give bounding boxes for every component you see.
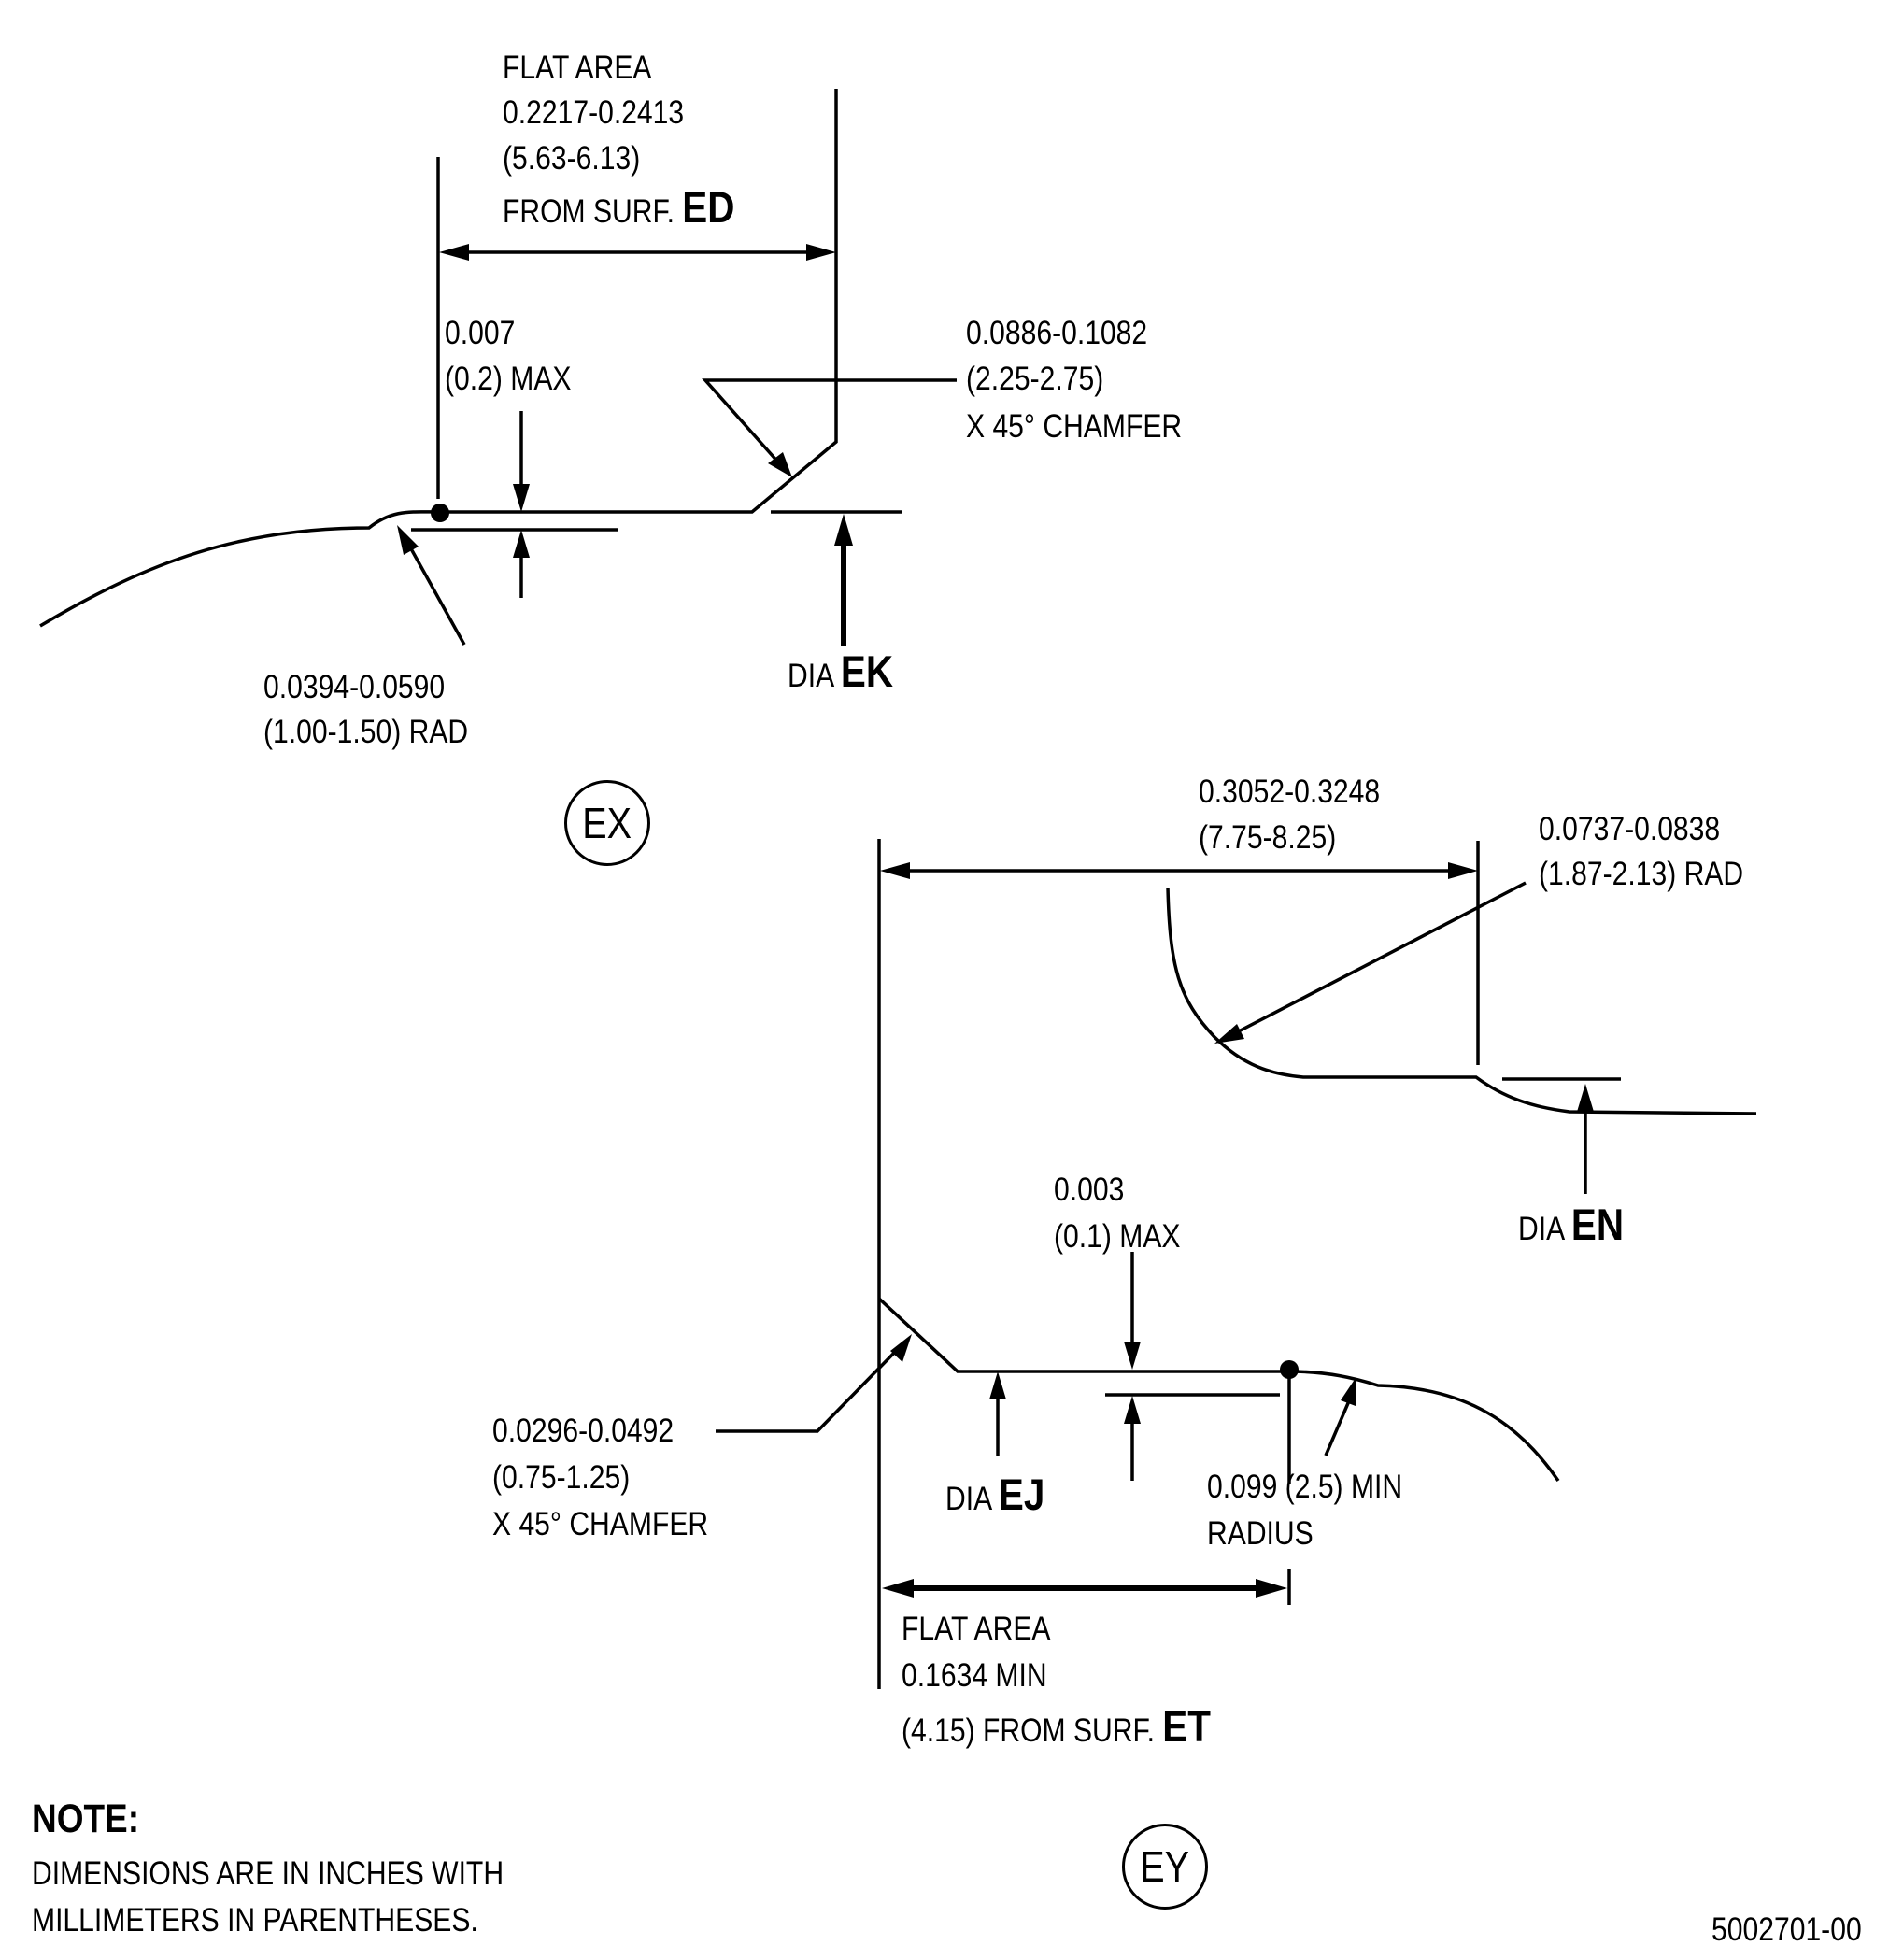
ex-flat-area-label: FLAT AREA: [503, 50, 652, 86]
ex-chamfer-inch: 0.0886-0.1082: [966, 315, 1148, 351]
ey-lower-profile: [877, 1297, 1560, 1482]
ey-radius-mm: (1.87-2.13) RAD: [1539, 856, 1744, 892]
surface-ek-label: EK: [840, 646, 894, 696]
ey-radius-point: [1280, 1360, 1299, 1379]
ey-width-mm: (7.75-8.25): [1199, 819, 1337, 856]
ey-dia-ej-label: DIA EJ: [945, 1470, 1045, 1519]
surface-ed-label: ED: [682, 182, 735, 232]
ex-chamfer-leader: [702, 378, 957, 466]
drawing-number: 5002701-00: [1711, 1911, 1862, 1948]
surface-en-label: EN: [1570, 1200, 1625, 1249]
ex-part-profile: [39, 89, 838, 628]
detail-ey-geometry: [716, 839, 1757, 1689]
ey-flat-area-min: 0.1634 MIN: [902, 1657, 1047, 1694]
detail-ex-geometry: [39, 89, 957, 646]
ey-min-radius-value: 0.099 (2.5) MIN: [1207, 1469, 1403, 1505]
ex-flatness-inch: 0.007: [445, 315, 516, 351]
ey-min-radius-label: RADIUS: [1207, 1515, 1314, 1552]
ex-flat-area-surface: FROM SURF. ED: [503, 182, 735, 232]
ex-flat-area-inch: 0.2217-0.2413: [503, 94, 685, 131]
ey-width-inch: 0.3052-0.3248: [1199, 774, 1381, 810]
ey-flat-area-label: FLAT AREA: [902, 1611, 1051, 1647]
ey-chamfer-angle: X 45° CHAMFER: [492, 1506, 709, 1542]
surface-et-label: ET: [1162, 1701, 1211, 1751]
ex-radius-inch: 0.0394-0.0590: [263, 669, 446, 705]
ex-chamfer-angle: X 45° CHAMFER: [966, 408, 1183, 445]
ey-chamfer-leader: [716, 1345, 902, 1433]
ey-flatness-inch: 0.003: [1054, 1172, 1125, 1208]
surface-ej-label: EJ: [998, 1470, 1045, 1519]
note-line-2: MILLIMETERS IN PARENTHESES.: [32, 1902, 478, 1939]
ey-dia-en-label: DIA EN: [1518, 1200, 1625, 1249]
ex-flat-start-point: [431, 504, 449, 522]
ex-dia-label: DIA EK: [788, 646, 894, 696]
ey-flatness-mm: (0.1) MAX: [1054, 1218, 1181, 1255]
detail-ey-callout: EY: [1122, 1824, 1208, 1910]
ex-radius-leader: [406, 543, 466, 646]
note-heading: NOTE:: [32, 1797, 140, 1841]
ey-chamfer-inch: 0.0296-0.0492: [492, 1413, 675, 1449]
ey-upper-profile: [1166, 887, 1757, 1115]
ey-flat-area-surface: (4.15) FROM SURF. ET: [902, 1701, 1211, 1751]
ex-radius-mm: (1.00-1.50) RAD: [263, 714, 469, 750]
ey-min-radius-leader: [1324, 1396, 1353, 1456]
note-line-1: DIMENSIONS ARE IN INCHES WITH: [32, 1855, 504, 1892]
ex-flat-area-mm: (5.63-6.13): [503, 140, 641, 177]
ex-chamfer-mm: (2.25-2.75): [966, 361, 1104, 397]
ey-radius-leader: [1230, 881, 1527, 1037]
ey-radius-inch: 0.0737-0.0838: [1539, 811, 1721, 847]
ex-flatness-mm: (0.2) MAX: [445, 361, 572, 397]
ey-chamfer-mm: (0.75-1.25): [492, 1459, 631, 1496]
detail-ex-callout: EX: [564, 780, 650, 866]
